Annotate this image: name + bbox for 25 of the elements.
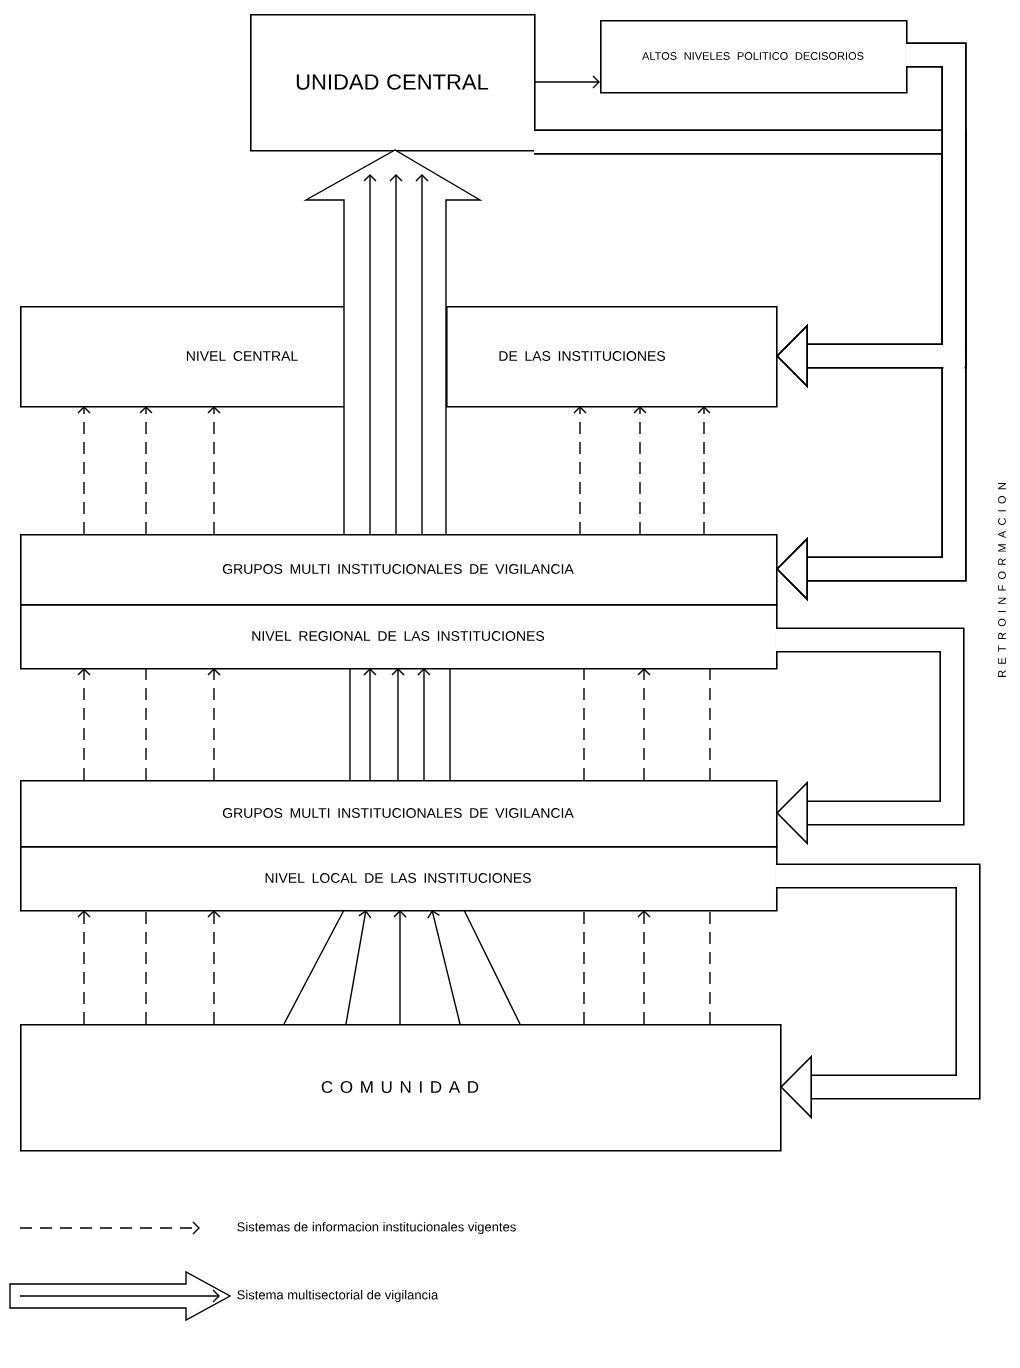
dashed-arrow [633,406,647,535]
arrow [533,75,600,89]
dashed-arrow [207,910,221,1025]
dashed-arrow [139,406,153,535]
feedback-arrow [776,627,965,846]
feedback-arrow [776,863,981,1120]
dashed-arrow [573,406,587,535]
feedback-arrow [776,42,967,389]
dashed-arrow [207,668,221,781]
central-unit-box: UNIDAD CENTRAL [250,14,536,152]
arrow [393,910,407,1025]
dashed-arrow [77,406,91,535]
dashed-arrow [697,406,711,535]
arrow [363,668,377,781]
dashed-arrow [637,910,651,1025]
dashed-arrow [77,910,91,1025]
dashed-arrow [637,668,651,781]
arrow [345,910,372,1025]
community-box: C O M U N I D A D [20,1024,782,1152]
arrow [427,910,461,1025]
arrow [391,668,405,781]
dashed-arrow [207,406,221,535]
hollow-arrow [303,149,483,535]
arrow [417,668,431,781]
dashed-arrow [77,668,91,781]
